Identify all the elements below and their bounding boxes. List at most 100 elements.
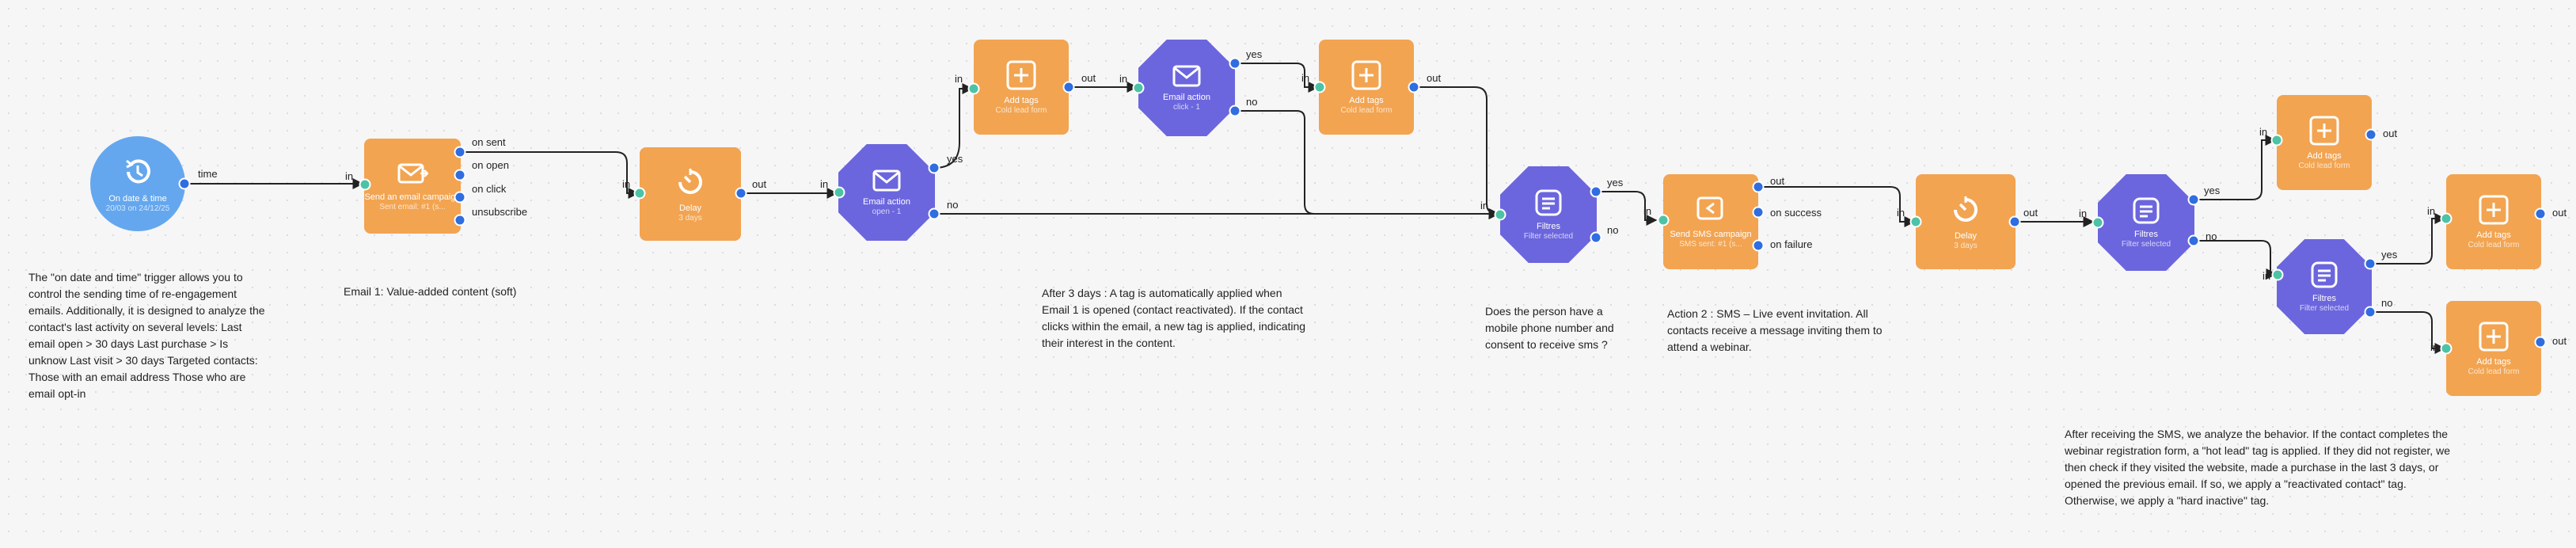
port-label-no: no [947,199,959,211]
port-label-no: no [2381,297,2393,309]
port-yes[interactable] [1229,57,1241,70]
filter-list-icon [2311,261,2338,288]
node-subtitle: Cold lead form [2468,367,2520,376]
edge-action2-tags2 [1235,63,1320,93]
port-in[interactable] [1494,208,1506,221]
port-label-time: time [198,168,218,180]
port-label-out: out [2552,207,2567,219]
port-label-on-failure: on failure [1770,238,1813,250]
port-label-in: in [820,178,829,190]
port-label-out: out [1081,72,1096,84]
node-subtitle: click - 1 [1173,103,1200,112]
port-no[interactable] [1590,231,1602,244]
node-subtitle: 20/03 on 24/12/25 [105,204,170,213]
port-on-failure[interactable] [1752,239,1765,252]
port-in[interactable] [1657,214,1670,226]
email-action-node-2[interactable]: Email action click - 1 [1138,40,1235,136]
port-in[interactable] [2092,216,2104,229]
delay-node-1[interactable]: Delay 3 days [640,147,741,241]
edge-filter3-tags5 [2370,311,2446,354]
port-out[interactable] [2365,128,2377,141]
filter-list-icon [1535,189,1562,216]
add-tags-node-3[interactable]: Add tags Cold lead form [2277,95,2372,190]
port-in[interactable] [1313,81,1326,93]
edge-email-delay [460,151,640,199]
node-subtitle: Cold lead form [2468,241,2520,249]
edge-action2-filter1 [1235,110,1500,219]
add-tags-node-1[interactable]: Add tags Cold lead form [974,40,1069,135]
port-on-sent[interactable] [454,146,466,158]
add-tags-node-5[interactable]: Add tags Cold lead form [2446,301,2541,396]
port-yes[interactable] [928,162,940,174]
port-in[interactable] [359,178,371,191]
node-subtitle: Filter selected [2299,304,2350,313]
node-subtitle: open - 1 [872,207,902,216]
on-date-time-trigger-node[interactable]: On date & time 20/03 on 24/12/25 [90,136,185,231]
node-title: Add tags [2476,230,2511,240]
port-label-yes: yes [2381,249,2398,261]
port-out[interactable] [735,187,747,200]
port-label-in: in [1897,207,1905,219]
edge-action1-tags1 [933,83,974,169]
port-no[interactable] [1229,105,1241,117]
node-subtitle: 3 days [1954,242,1978,250]
node-title: Email action [1163,93,1210,102]
port-in[interactable] [2440,342,2453,355]
port-time[interactable] [178,177,191,190]
email-icon [1172,65,1201,87]
port-label-in: in [2079,207,2088,219]
add-tags-node-2[interactable]: Add tags Cold lead form [1319,40,1414,135]
node-subtitle: Sent email: #1 (s... [379,203,446,211]
filter-node-3[interactable]: Filtres Filter selected [2277,239,2372,334]
note-trigger: The "on date and time" trigger allows yo… [28,271,265,400]
port-yes[interactable] [1590,185,1602,198]
port-yes[interactable] [2187,193,2200,206]
port-in[interactable] [1132,82,1145,94]
port-yes[interactable] [2364,257,2377,270]
port-in[interactable] [833,186,845,199]
port-no[interactable] [928,207,940,220]
add-tag-icon [1351,60,1381,90]
port-in[interactable] [2440,212,2453,225]
history-clock-icon [126,159,150,184]
port-no[interactable] [2187,234,2200,247]
send-email-campaign-node[interactable]: Send an email campaign Sent email: #1 (s… [364,139,461,234]
port-in[interactable] [2270,134,2283,147]
send-sms-campaign-node[interactable]: Send SMS campaign SMS sent: #1 (s... [1663,174,1758,269]
port-on-click[interactable] [454,191,466,204]
port-out[interactable] [2534,207,2547,220]
port-label-in: in [1480,200,1489,211]
port-out[interactable] [1752,181,1765,193]
node-title: Delay [1954,231,1978,241]
port-label-in: in [2259,126,2268,138]
add-tag-icon [1006,60,1036,90]
port-in[interactable] [1909,215,1922,228]
port-on-open[interactable] [454,169,466,181]
port-label-in: in [2430,341,2439,353]
port-out[interactable] [1408,81,1420,93]
filter-node-1[interactable]: Filtres Filter selected [1500,166,1597,263]
port-on-success[interactable] [1752,206,1765,219]
add-tags-node-4[interactable]: Add tags Cold lead form [2446,174,2541,269]
port-label-out: out [2552,335,2567,347]
port-label-in: in [1119,73,1128,85]
port-unsubscribe[interactable] [454,214,466,226]
node-subtitle: Filter selected [1523,232,1574,241]
delay-node-2[interactable]: Delay 3 days [1916,174,2016,269]
email-action-node-1[interactable]: Email action open - 1 [838,144,935,241]
filter-node-2[interactable]: Filtres Filter selected [2098,174,2194,271]
port-out[interactable] [1062,81,1075,93]
port-label-out: out [1427,72,1442,84]
email-icon [872,169,901,192]
edge-filter3-tags4 [2370,213,2446,264]
port-in[interactable] [633,187,646,200]
port-label-out: out [1770,175,1785,187]
port-in[interactable] [2271,268,2284,281]
port-out[interactable] [2534,336,2547,348]
port-in[interactable] [967,82,980,95]
port-out[interactable] [2008,215,2021,228]
add-tag-icon [2479,322,2509,352]
node-title: Add tags [1004,96,1039,105]
edge-filter2-tags3 [2194,135,2277,200]
port-no[interactable] [2364,306,2377,318]
